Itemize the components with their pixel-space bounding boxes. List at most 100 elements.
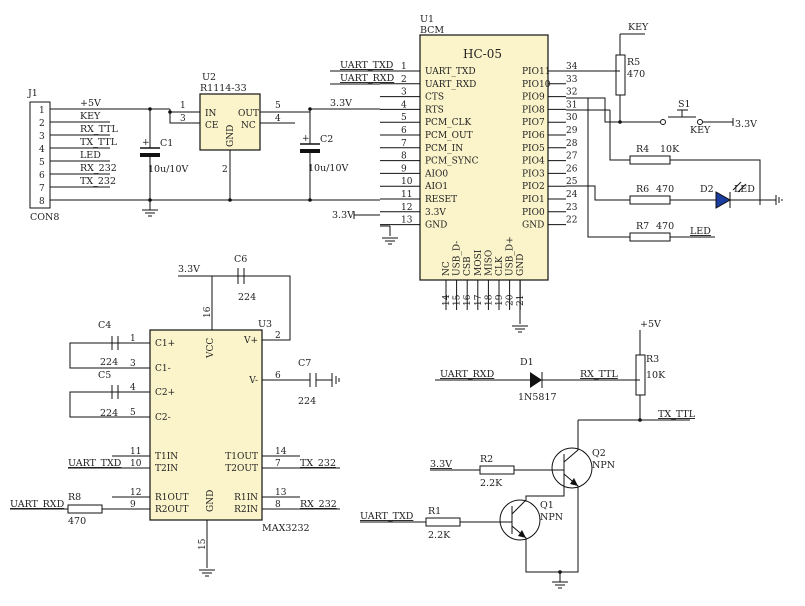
u1-pin-label: GND <box>425 221 447 231</box>
c7-value: 224 <box>298 396 316 407</box>
u1-pin-label: PIO9 <box>522 93 545 103</box>
u3-pin-number: 14 <box>275 447 287 457</box>
u1-pin-number: 33 <box>566 75 578 85</box>
j1-pin-number: 3 <box>39 132 45 142</box>
capacitor-c2: + C2 10u/10V 3.3V <box>300 98 352 202</box>
u3-pin-number: 3 <box>130 359 136 369</box>
net-label-tx-232: TX_232 <box>80 176 116 187</box>
c2-value: 10u/10V <box>308 163 348 174</box>
regulator-u2: U2 R1114-33 IN CE OUT NC GND 1 3 5 4 2 <box>168 72 380 202</box>
u3-pin-label: V+ <box>243 336 258 346</box>
u1-pin-label: UART_RXD <box>425 80 476 90</box>
u1-pin-label: GND <box>516 254 526 276</box>
u3-gnd-label: GND <box>206 490 216 512</box>
u1-pin-label: USB_D+ <box>506 236 516 276</box>
u3-pin-label: T2OUT <box>225 464 258 474</box>
key-circuit: KEY R5 470 S1 KEY 3.3V <box>615 22 757 136</box>
j1-body <box>29 101 51 209</box>
net-label-uart-rxd-u1: UART_RXD <box>340 73 395 84</box>
u1-pin-label: USB_D- <box>453 241 463 276</box>
u1-bottom-pins: NC14USB_D-15CSB16MOSI17MISO18CLK19USB_D+… <box>442 236 526 310</box>
u3-pin-number: 12 <box>130 488 141 498</box>
u1-pin-number: 5 <box>401 113 407 123</box>
net-label-rx-232: RX_232 <box>80 163 117 174</box>
u1-pin-label: 3.3V <box>425 208 446 218</box>
u1-pin-label: PCM_SYNC <box>425 157 479 167</box>
u1-pin-number: 4 <box>401 100 407 110</box>
u3-pin-label: R1OUT <box>155 493 188 503</box>
r1-body <box>425 517 461 527</box>
u1-pin-label: PIO4 <box>522 157 545 167</box>
net-label-3v3-key: 3.3V <box>735 119 757 130</box>
r7-value: 470 <box>656 221 674 232</box>
j1-pin-number: 1 <box>39 106 45 116</box>
u1-ref: U1 <box>420 14 434 25</box>
r2-value: 2.2K <box>480 478 503 489</box>
u3-pin-label: R2IN <box>234 505 258 515</box>
r6-body <box>629 195 671 205</box>
j1-pin-number: 8 <box>39 197 45 207</box>
capacitor-c1: + C1 10u/10V <box>140 109 188 200</box>
u3-pin-number: 10 <box>130 459 142 469</box>
c4-value: 224 <box>100 357 118 368</box>
u1-pin-label: PIO11 <box>522 67 550 77</box>
c2-ref: C2 <box>320 134 333 145</box>
u1-pin-label: PIO10 <box>522 80 551 90</box>
u1-pin-number: 8 <box>401 152 407 162</box>
u1-pin-number: 27 <box>566 152 578 162</box>
u1-pin-number: 24 <box>566 190 578 200</box>
r5-ref: R5 <box>627 57 640 68</box>
u1-pin-number: 31 <box>566 100 577 110</box>
j1-pin-number: 2 <box>39 119 45 129</box>
j1-pin-number: 4 <box>39 145 45 155</box>
u1-pin-number: 26 <box>566 164 578 174</box>
net-label-5v: +5V <box>80 98 101 109</box>
d2-label: LED <box>734 184 755 195</box>
u1-pin-number: 32 <box>566 88 577 98</box>
u3-pin-label: C2+ <box>155 388 175 398</box>
u3-pin-label: C1+ <box>155 339 175 349</box>
u1-pin-label: AIO1 <box>424 182 448 192</box>
u3-pin-label: V- <box>248 376 258 386</box>
u3-pin-label: R1IN <box>234 493 258 503</box>
svg-text:+: + <box>142 138 150 148</box>
u1-pin-number: 21 <box>516 295 526 306</box>
u1-title: HC-05 <box>463 47 502 61</box>
u3-pin-label: T1IN <box>155 452 178 462</box>
u3-pin-label: R2OUT <box>155 505 188 515</box>
u1-pin-number: 34 <box>566 62 578 72</box>
u1-pin-number: 18 <box>484 294 494 306</box>
s1-label: KEY <box>690 125 711 136</box>
u1-pin-label: RTS <box>425 105 444 115</box>
u1-pin-label: PIO2 <box>522 182 545 192</box>
led-circuit: R4 10K R6 470 D2 LED R7 470 LED <box>566 97 783 242</box>
u2-pin-in: IN <box>205 109 217 119</box>
u1-pin-number: 22 <box>566 216 577 226</box>
u2-pin-ce: CE <box>205 121 218 131</box>
u1-pin-number: 11 <box>401 190 412 200</box>
r8-body <box>67 504 103 514</box>
net-label-tx-ttl: TX_TTL <box>658 409 696 420</box>
u1-pin-label: MOSI <box>474 249 484 276</box>
u1-pin-number: 19 <box>495 294 505 306</box>
u1-pin-label: PIO7 <box>522 118 545 128</box>
connector-j1: J1 CON8 1 2 3 4 5 6 7 8 +5V KEY RX_TTL T… <box>27 88 380 223</box>
u1-pin-number: 25 <box>566 177 578 187</box>
u1-pin-number: 7 <box>401 139 407 149</box>
u3-pin-label: T2IN <box>155 464 178 474</box>
u1-pin-number: 29 <box>566 126 578 136</box>
u1-pin-label: NC <box>442 261 452 276</box>
u3-part: MAX3232 <box>262 523 310 534</box>
u3-pin-number: 2 <box>275 331 281 341</box>
net-label-rx-ttl: RX_TTL <box>80 124 119 135</box>
net-label-uart-txd-u1: UART_TXD <box>340 60 394 71</box>
u2-pin-gnd: GND <box>226 125 236 147</box>
u1-pin-number: 15 <box>453 294 463 306</box>
u3-gnd-pin-num: 15 <box>198 538 208 550</box>
u1-pin-label: PIO1 <box>522 195 545 205</box>
u1-pin-number: 13 <box>401 216 413 226</box>
net-label-led: LED <box>80 150 101 161</box>
